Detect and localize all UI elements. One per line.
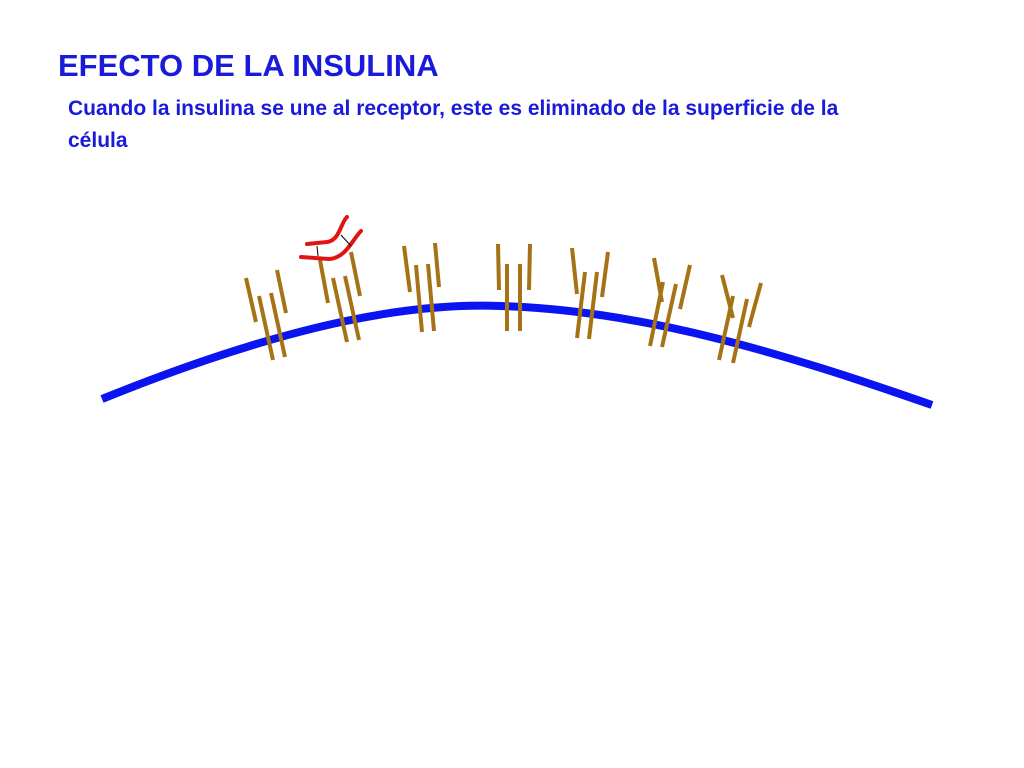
receptor-6 <box>648 257 692 348</box>
insulin-molecule <box>299 215 363 261</box>
receptor-5 <box>570 247 610 340</box>
insulin-bond-left <box>316 245 319 257</box>
receptor-7 <box>717 274 763 364</box>
insulin-chain-lower <box>299 229 363 261</box>
receptor-4 <box>496 243 532 331</box>
cell-membrane <box>100 301 934 409</box>
slide-subtitle: Cuando la insulina se une al receptor, e… <box>68 97 839 152</box>
receptor-1 <box>244 269 288 361</box>
receptor-2-bound <box>318 251 362 343</box>
insulin-bond-right <box>340 234 352 247</box>
receptor-3 <box>402 242 441 333</box>
slide-title: EFECTO DE LA INSULINA <box>58 48 439 83</box>
insulin-chain-upper <box>305 215 349 246</box>
receptor-group <box>244 242 763 364</box>
